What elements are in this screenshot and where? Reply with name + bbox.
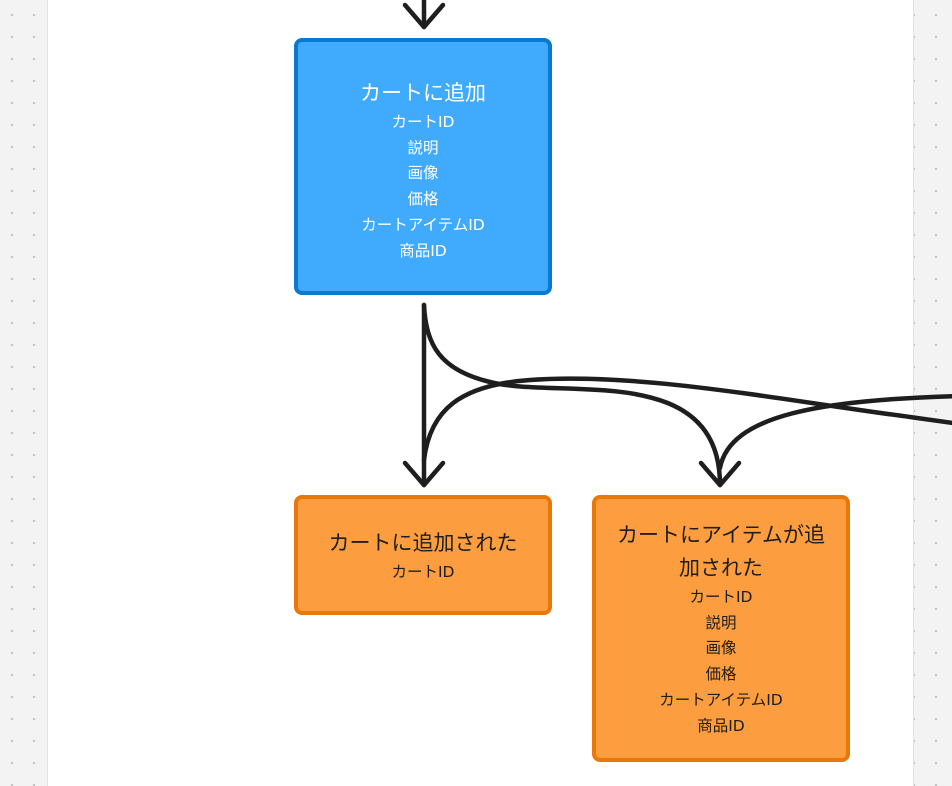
cart-added-arrowhead [402, 460, 446, 488]
field-item: カートアイテムID [361, 215, 485, 234]
command-card-add-to-cart[interactable]: カートに追加 カートID 説明 画像 価格 カートアイテムID 商品ID [294, 38, 552, 295]
field-item: カートID [689, 588, 753, 606]
event-title: カートに追加された [328, 531, 518, 555]
field-item: 画像 [705, 639, 737, 658]
command-field-list: カートID 説明 画像 価格 カートアイテムID 商品ID [361, 110, 484, 264]
event-card-item-added[interactable]: カートにアイテムが追 加された カートID 説明 画像 価格 カートアイテムID… [592, 495, 850, 762]
field-item: カートID [391, 113, 455, 131]
field-item: 説明 [407, 138, 439, 157]
incoming-arrowhead [402, 2, 446, 30]
field-item: 説明 [705, 613, 737, 632]
event-field-list: カートID 説明 画像 価格 カートアイテムID 商品ID [659, 585, 782, 739]
offscreen-connector-lower[interactable] [717, 394, 952, 471]
offscreen-connector-upper[interactable] [421, 376, 952, 463]
connector-command-to-item-added[interactable] [421, 302, 723, 488]
field-item: 商品ID [697, 716, 745, 735]
event-card-cart-added[interactable]: カートに追加された カートID [294, 495, 552, 615]
field-item: 商品ID [399, 241, 447, 260]
event-title: カートにアイテムが追 加された [617, 519, 825, 585]
command-title: カートに追加 [360, 81, 486, 105]
event-field-list: カートID [391, 560, 454, 586]
field-item: カートアイテムID [659, 690, 783, 709]
field-item: 価格 [407, 190, 439, 209]
event-title-line-1: カートにアイテムが追 [617, 523, 825, 547]
field-item: 価格 [705, 665, 737, 684]
field-item: 画像 [407, 164, 439, 183]
item-added-arrowhead [698, 460, 742, 488]
event-title-line-2: 加された [679, 556, 763, 580]
field-item: カートID [391, 563, 455, 581]
